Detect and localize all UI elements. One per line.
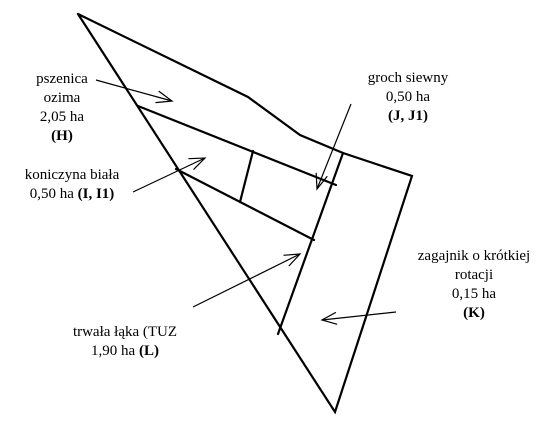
arrow-k [321,311,397,321]
label-h-area: 2,05 ha [39,109,85,125]
division-line-h-j [136,104,338,187]
label-i-line1: koniczyna biała [24,167,120,183]
arrowhead-k [320,311,338,325]
label-j-area: 0,50 ha [385,89,431,105]
arrowhead-i [188,157,207,171]
label-k-area: 0,15 ha [451,286,497,302]
arrow-j [316,103,352,190]
label-h-line2: ozima [43,90,81,106]
division-line-i-j [238,149,255,204]
label-j-code: (J, J1) [388,108,428,124]
label-h-line1: pszenica [36,71,88,87]
label-k-line2: rotacji [454,267,494,283]
arrowhead-j [315,172,328,191]
label-k-code: (K) [463,305,485,321]
arrowhead-l [283,253,302,267]
division-line-i-l [174,167,316,242]
label-j-line1: groch siewny [367,70,449,86]
division-line-k [276,151,345,336]
label-h-code: (H) [51,128,73,144]
label-l-code: (L) [138,343,159,359]
label-i-code: (I, I1) [77,186,115,202]
label-field-i: koniczyna biała 0,50 ha (I, I1) [6,166,138,204]
label-field-l: trwała łąka (TUZ 1,90 ha (L) [54,323,196,361]
label-i-area: 0,50 ha [29,186,74,202]
label-field-k: zagajnik o krótkiej rotacji 0,15 ha (K) [404,247,544,323]
label-k-line1: zagajnik o krótkiej [417,248,531,264]
label-l-area: 1,90 ha [91,343,136,359]
label-l-line1: trwała łąka (TUZ [72,324,178,340]
arrowhead-h [155,90,174,104]
label-field-j: groch siewny 0,50 ha (J, J1) [352,69,464,126]
label-field-h: pszenica ozima 2,05 ha (H) [24,70,100,146]
arrow-h [95,79,173,102]
arrow-i [132,157,206,193]
arrow-l [192,253,301,308]
